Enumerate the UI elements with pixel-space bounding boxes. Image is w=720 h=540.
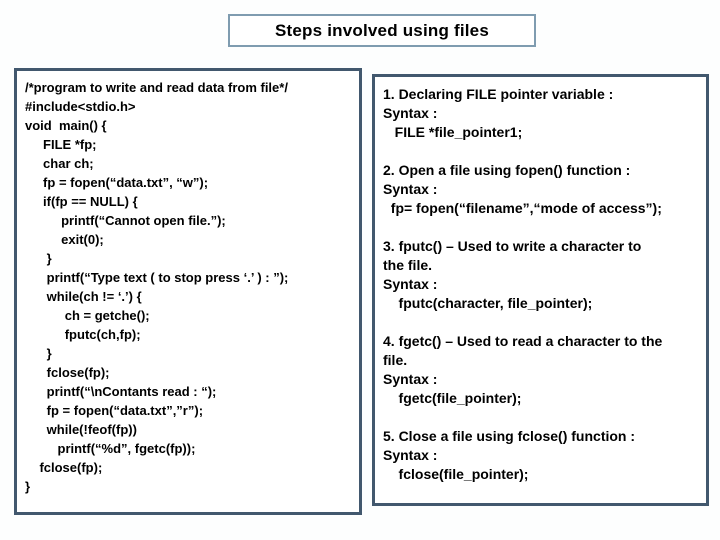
step-fputc: 3. fputc() – Used to write a character t… — [383, 238, 642, 311]
step-fgetc: 4. fgetc() – Used to read a character to… — [383, 333, 663, 406]
title-box: Steps involved using files — [228, 14, 536, 47]
steps-panel: 1. Declaring FILE pointer variable : Syn… — [372, 74, 709, 506]
step-declare-pointer: 1. Declaring FILE pointer variable : Syn… — [383, 86, 614, 140]
code-panel: /*program to write and read data from fi… — [14, 68, 362, 515]
page-title: Steps involved using files — [275, 20, 489, 40]
code-text: /*program to write and read data from fi… — [25, 80, 289, 494]
step-open-file: 2. Open a file using fopen() function : … — [383, 162, 662, 216]
step-close-file: 5. Close a file using fclose() function … — [383, 428, 636, 482]
